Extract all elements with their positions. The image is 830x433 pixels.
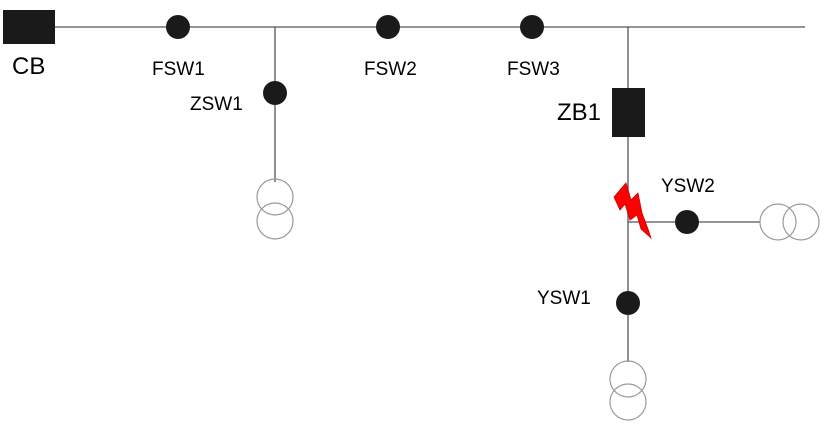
zsw1-switch — [263, 81, 287, 105]
ysw2-switch — [675, 210, 699, 234]
ysw2-label: YSW2 — [661, 176, 715, 197]
cb-label: CB — [12, 53, 45, 80]
transformer-icon — [256, 178, 294, 240]
zb1-breaker — [612, 88, 645, 137]
lightning-bolt-icon — [613, 182, 652, 240]
fsw2-switch — [376, 15, 400, 39]
zb1-label: ZB1 — [557, 99, 601, 126]
fsw1-switch — [166, 15, 190, 39]
fsw1-label: FSW1 — [152, 59, 205, 80]
transformer-icon — [609, 360, 647, 421]
ysw1-switch — [616, 291, 640, 315]
transformer-icon — [759, 203, 820, 241]
ysw1-label: YSW1 — [537, 288, 591, 309]
zsw1-label: ZSW1 — [190, 94, 243, 115]
fsw3-switch — [520, 15, 544, 39]
fsw3-label: FSW3 — [507, 59, 560, 80]
cb-breaker — [3, 10, 55, 44]
fsw2-label: FSW2 — [364, 59, 417, 80]
